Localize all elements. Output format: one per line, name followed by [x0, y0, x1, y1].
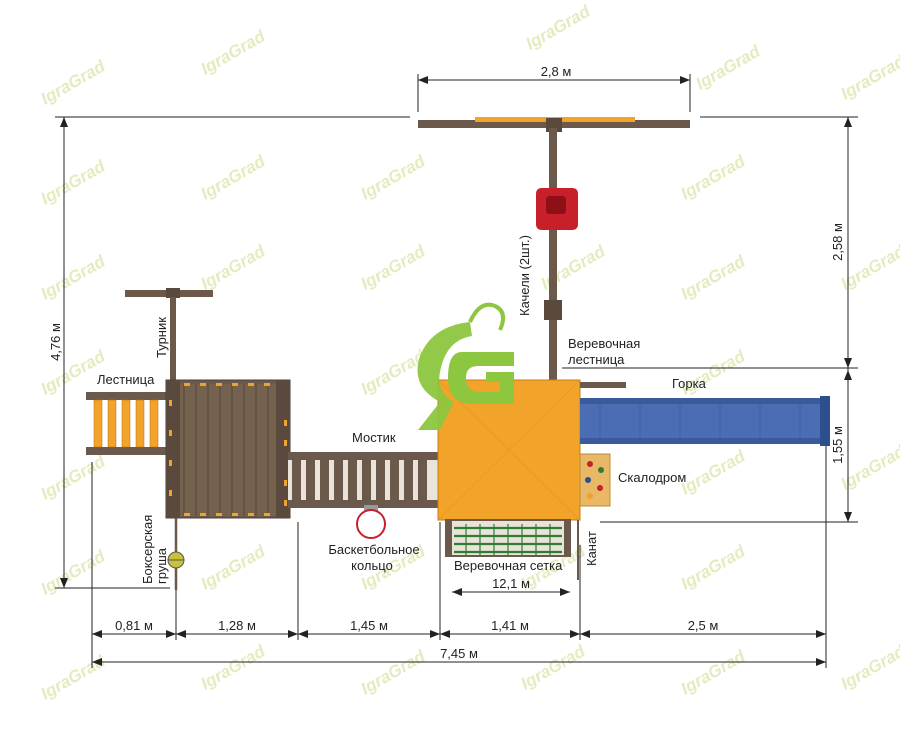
watermark: IgraGrad	[678, 646, 749, 698]
dim-top-width: 2,8 м	[541, 64, 572, 79]
watermark: IgraGrad	[678, 541, 749, 593]
rope-net	[445, 519, 571, 557]
watermark: IgraGrad	[38, 546, 109, 598]
logo-icon	[417, 302, 514, 430]
watermark: IgraGrad	[838, 51, 900, 103]
watermark: IgraGrad	[198, 641, 269, 693]
watermark: IgraGrad	[38, 651, 109, 703]
dim-net-width: 12,1 м	[492, 576, 530, 591]
dim-swing-height: 2,58 м	[830, 223, 845, 261]
label-rope: Канат	[584, 531, 599, 566]
watermark: IgraGrad	[678, 446, 749, 498]
basketball-hoop-icon	[356, 505, 386, 539]
label-slide: Горка	[672, 376, 707, 391]
watermark: IgraGrad	[38, 156, 109, 208]
watermark: IgraGrad	[518, 641, 589, 693]
watermark: IgraGrad	[198, 541, 269, 593]
swing-seat-icon	[536, 188, 578, 230]
watermark: IgraGrad	[358, 151, 429, 203]
rope-ladder	[580, 382, 626, 388]
slide	[580, 396, 830, 446]
dim-total-height: 4,76 м	[48, 323, 63, 361]
pull-up-bar	[125, 288, 213, 385]
ladder	[86, 392, 172, 455]
label-rope-ladder-2: лестница	[568, 352, 625, 367]
label-basketball-2: кольцо	[351, 558, 393, 573]
watermark: IgraGrad	[838, 641, 900, 693]
watermark: IgraGrad	[358, 241, 429, 293]
watermark: IgraGrad	[693, 41, 764, 93]
watermark: IgraGrad	[198, 26, 269, 78]
label-rope-ladder-1: Веревочная	[568, 336, 640, 351]
boxing-bag-icon	[167, 518, 185, 590]
label-ladder: Лестница	[97, 372, 155, 387]
label-boxing-2: груша	[154, 547, 169, 584]
watermark: IgraGrad	[838, 441, 900, 493]
watermark: IgraGrad	[38, 56, 109, 108]
left-tower-deck	[165, 379, 291, 519]
label-climbing-wall: Скалодром	[618, 470, 686, 485]
label-boxing-1: Боксерская	[140, 515, 155, 584]
label-bridge: Мостик	[352, 430, 396, 445]
dim-seg-4: 1,41 м	[491, 618, 529, 633]
dim-total-width: 7,45 м	[440, 646, 478, 661]
watermark: IgraGrad	[198, 241, 269, 293]
dim-seg-2: 1,28 м	[218, 618, 256, 633]
label-swings: Качели (2шт.)	[517, 235, 532, 316]
dim-seg-5: 2,5 м	[688, 618, 719, 633]
dimension-lines	[55, 74, 858, 668]
dim-seg-1: 0,81 м	[115, 618, 153, 633]
label-basketball-1: Баскетбольное	[328, 542, 419, 557]
watermark: IgraGrad	[838, 241, 900, 293]
climbing-holds-icon	[579, 453, 611, 507]
watermark: IgraGrad	[538, 241, 609, 293]
watermark: IgraGrad	[523, 1, 594, 53]
watermark: IgraGrad	[358, 646, 429, 698]
watermark: IgraGrad	[38, 451, 109, 503]
bridge	[288, 452, 440, 508]
dim-slide-height: 1,55 м	[830, 426, 845, 464]
dim-seg-3: 1,45 м	[350, 618, 388, 633]
watermark: IgraGrad	[678, 251, 749, 303]
label-turnik: Турник	[154, 317, 169, 358]
watermark: IgraGrad	[198, 151, 269, 203]
label-rope-net: Веревочная сетка	[454, 558, 563, 573]
watermark: IgraGrad	[38, 251, 109, 303]
swing-frame	[418, 117, 690, 380]
watermark: IgraGrad	[678, 151, 749, 203]
